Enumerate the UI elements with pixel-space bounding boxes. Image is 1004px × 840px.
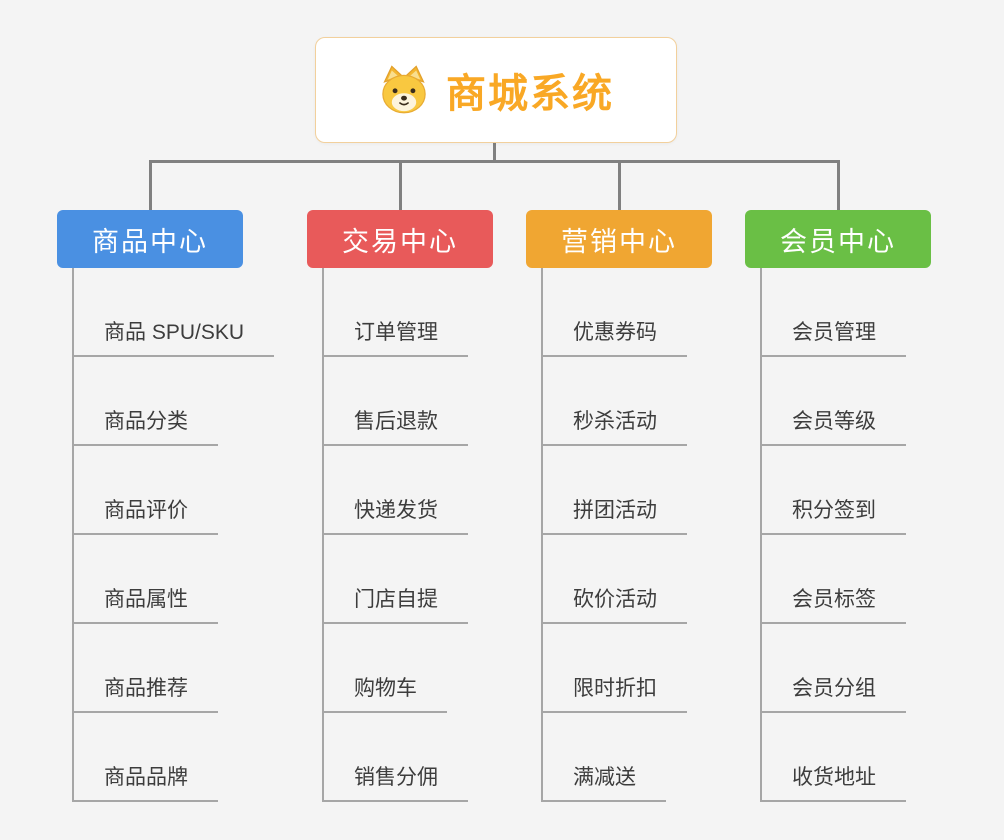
mindmap-node[interactable]: 门店自提: [324, 583, 468, 624]
branch-children-trade: 订单管理 售后退款 快递发货 门店自提 购物车 销售分佣: [322, 268, 468, 802]
mindmap-node[interactable]: 会员等级: [762, 405, 906, 446]
leaf-row: 会员管理: [762, 268, 906, 357]
leaf-row: 满减送: [543, 713, 687, 802]
branch-node-products[interactable]: 商品中心: [57, 210, 243, 268]
branch-children-members: 会员管理 会员等级 积分签到 会员标签 会员分组 收货地址: [760, 268, 906, 802]
leaf-row: 会员标签: [762, 535, 906, 624]
mindmap-node[interactable]: 满减送: [543, 761, 666, 802]
leaf-row: 会员分组: [762, 624, 906, 713]
root-title: 商城系统: [446, 72, 614, 116]
leaf-row: 秒杀活动: [543, 357, 687, 446]
mindmap-node[interactable]: 销售分佣: [324, 761, 468, 802]
mindmap-node[interactable]: 积分签到: [762, 494, 906, 535]
leaf-row: 优惠券码: [543, 268, 687, 357]
connector-branch-vertical: [149, 160, 152, 210]
leaf-row: 商品分类: [74, 357, 274, 446]
branch-node-members[interactable]: 会员中心: [745, 210, 931, 268]
connector-branch-vertical: [618, 160, 621, 210]
mindmap-node[interactable]: 购物车: [324, 672, 447, 713]
shiba-dog-icon: [378, 64, 430, 116]
mindmap-node[interactable]: 会员管理: [762, 316, 906, 357]
connector-horizontal: [149, 160, 840, 163]
leaf-row: 限时折扣: [543, 624, 687, 713]
mindmap-node[interactable]: 砍价活动: [543, 583, 687, 624]
leaf-row: 门店自提: [324, 535, 468, 624]
mindmap-node[interactable]: 商品推荐: [74, 672, 218, 713]
mindmap-node[interactable]: 商品分类: [74, 405, 218, 446]
mindmap-node[interactable]: 快递发货: [324, 494, 468, 535]
mindmap-node[interactable]: 商品属性: [74, 583, 218, 624]
connector-branch-vertical: [837, 160, 840, 210]
leaf-row: 售后退款: [324, 357, 468, 446]
leaf-row: 商品推荐: [74, 624, 274, 713]
branch-node-marketing[interactable]: 营销中心: [526, 210, 712, 268]
branch-node-trade[interactable]: 交易中心: [307, 210, 493, 268]
mindmap-node[interactable]: 售后退款: [324, 405, 468, 446]
leaf-row: 商品评价: [74, 446, 274, 535]
leaf-row: 拼团活动: [543, 446, 687, 535]
branch-children-products: 商品 SPU/SKU 商品分类 商品评价 商品属性 商品推荐 商品品牌: [72, 268, 275, 802]
mindmap-node[interactable]: 商品 SPU/SKU: [74, 316, 275, 357]
branch-children-marketing: 优惠券码 秒杀活动 拼团活动 砍价活动 限时折扣 满减送: [541, 268, 687, 802]
leaf-row: 砍价活动: [543, 535, 687, 624]
mindmap-node[interactable]: 商品评价: [74, 494, 218, 535]
root-node[interactable]: 商城系统: [315, 37, 677, 143]
leaf-row: 商品属性: [74, 535, 274, 624]
mindmap-node[interactable]: 商品品牌: [74, 761, 218, 802]
mindmap-node[interactable]: 秒杀活动: [543, 405, 687, 446]
leaf-row: 商品 SPU/SKU: [74, 268, 275, 357]
mindmap-node[interactable]: 拼团活动: [543, 494, 687, 535]
mindmap-node[interactable]: 会员标签: [762, 583, 906, 624]
connector-root-vertical: [493, 141, 496, 162]
leaf-row: 快递发货: [324, 446, 468, 535]
mindmap-node[interactable]: 收货地址: [762, 761, 906, 802]
leaf-row: 积分签到: [762, 446, 906, 535]
mindmap-node[interactable]: 订单管理: [324, 316, 468, 357]
mindmap-node[interactable]: 优惠券码: [543, 316, 687, 357]
mindmap-node[interactable]: 会员分组: [762, 672, 906, 713]
leaf-row: 会员等级: [762, 357, 906, 446]
leaf-row: 购物车: [324, 624, 468, 713]
leaf-row: 收货地址: [762, 713, 906, 802]
leaf-row: 商品品牌: [74, 713, 274, 802]
mindmap-node[interactable]: 限时折扣: [543, 672, 687, 713]
leaf-row: 订单管理: [324, 268, 468, 357]
leaf-row: 销售分佣: [324, 713, 468, 802]
connector-branch-vertical: [399, 160, 402, 210]
